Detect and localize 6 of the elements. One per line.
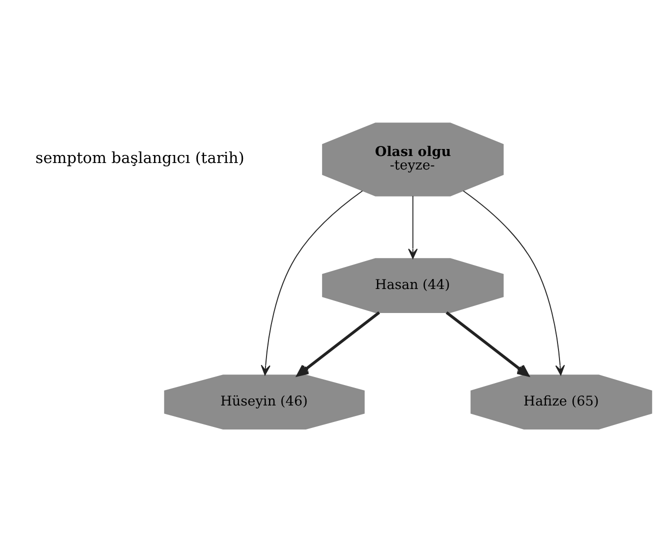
- arrow: [260, 190, 363, 375]
- arrow: [296, 310, 380, 376]
- arrow: [408, 195, 418, 258]
- arrow: [446, 310, 529, 376]
- arrow: [462, 190, 565, 375]
- label: semptom başlangıcı (tarih): [35, 148, 244, 167]
